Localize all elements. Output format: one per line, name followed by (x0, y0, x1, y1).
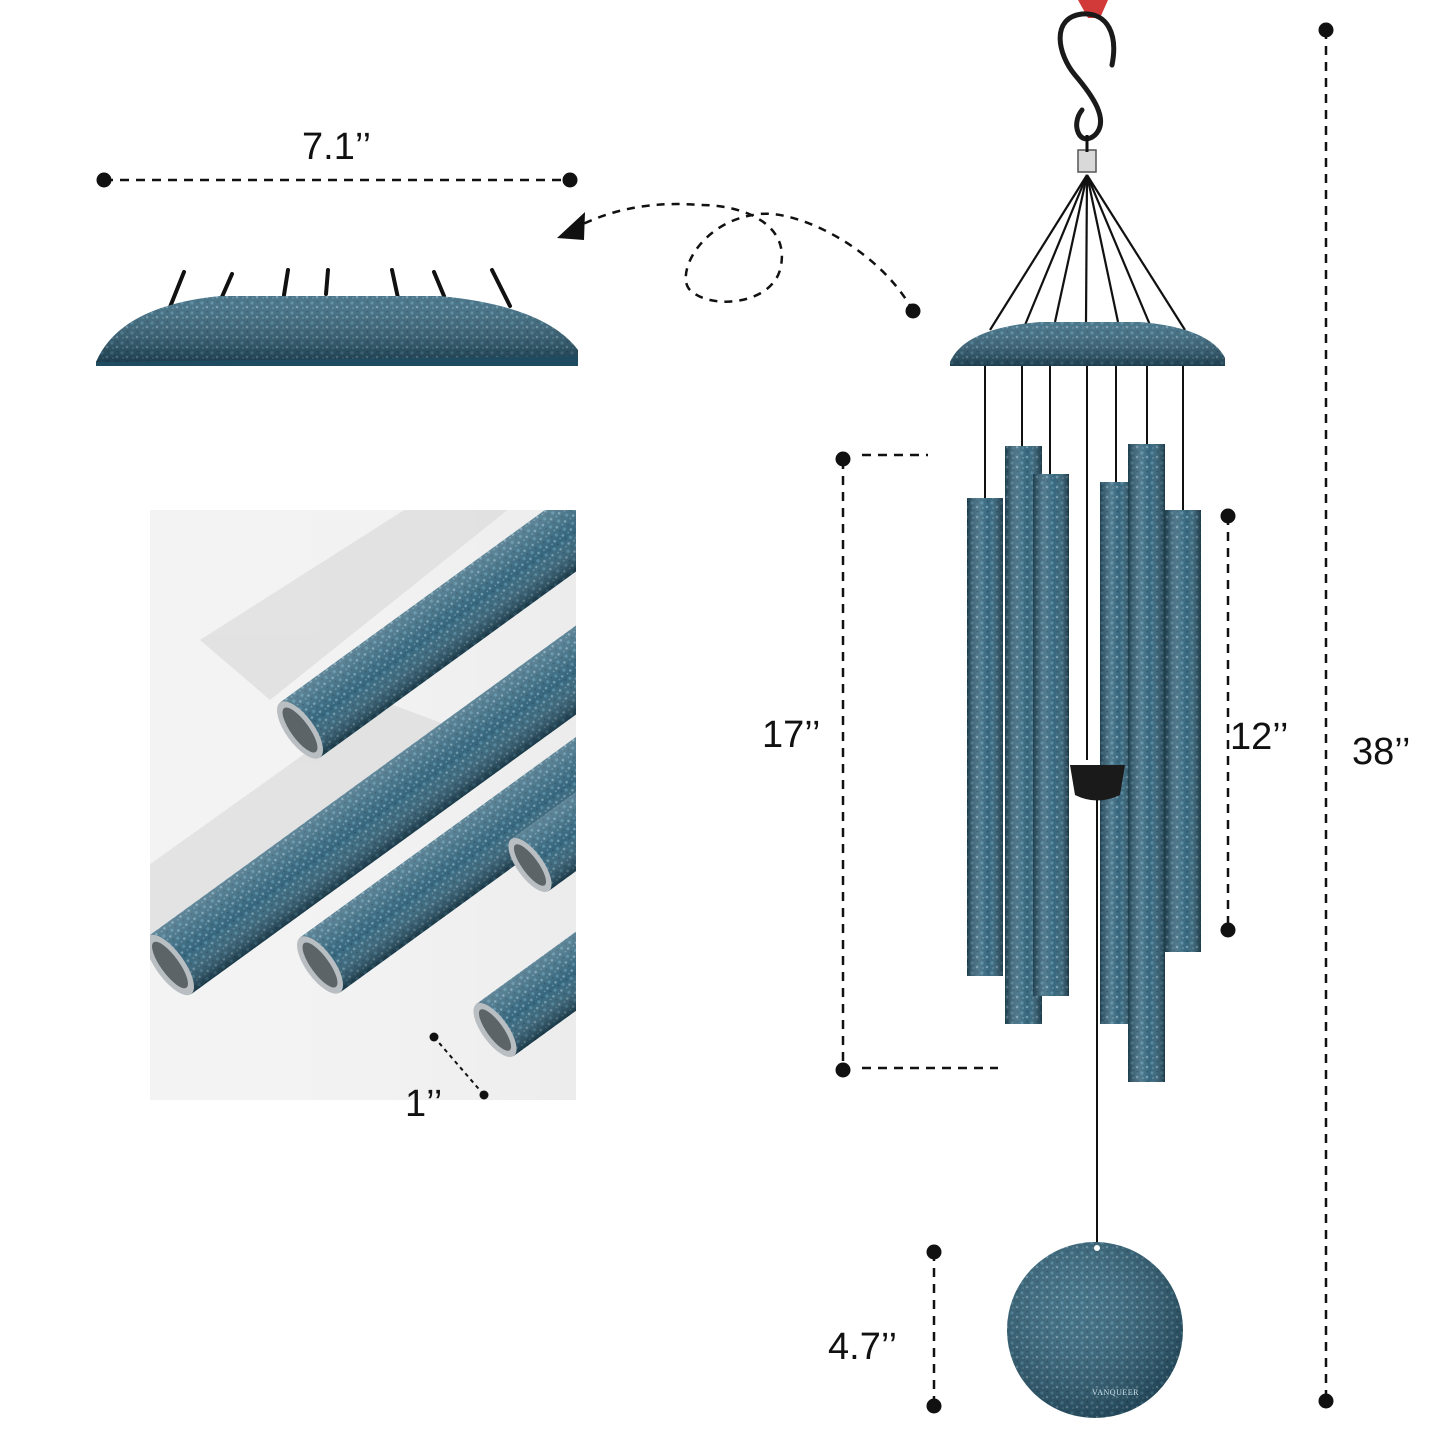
cap-width-dimension-line (96, 172, 578, 188)
dimension-endpoint (429, 1032, 439, 1042)
tube-closeup (150, 510, 576, 1100)
tube-diameter-label: 1’’ (405, 1083, 443, 1125)
dimension-endpoint (1318, 22, 1334, 38)
hanging-strings (989, 174, 1186, 331)
chime-tube (1100, 482, 1132, 1024)
shortest-tube-dimension-line (1220, 508, 1236, 938)
closeup-tube (277, 510, 576, 759)
closeup-tube (297, 608, 576, 994)
dimension-endpoint (1318, 1393, 1334, 1409)
shortest-tube-label: 12’’ (1230, 716, 1289, 758)
wind-chime (950, 0, 1225, 1418)
closeup-tube (508, 662, 576, 892)
sail-diameter-label: 4.7’’ (828, 1326, 898, 1368)
chime-tube (1128, 444, 1165, 1082)
sail-diameter-dimension-line (926, 1244, 942, 1414)
striker (1070, 765, 1125, 801)
s-hook-icon (1057, 11, 1117, 142)
brand-logo: VANQUEER (1092, 1388, 1139, 1397)
dimension-endpoint (96, 172, 112, 188)
dimension-endpoint (479, 1090, 489, 1100)
dimension-endpoint (835, 1062, 851, 1078)
dimension-endpoint (835, 451, 851, 467)
cap-closeup (96, 172, 578, 366)
longest-tube-label: 17’’ (762, 714, 821, 756)
closeup-tube (150, 571, 576, 996)
longest-tube-dimension-line (835, 451, 998, 1078)
dimension-endpoint (926, 1398, 942, 1414)
dimension-endpoint (926, 1244, 942, 1260)
arrow-head (557, 212, 585, 240)
closeup-tube (473, 827, 576, 1057)
chime-tube (1033, 474, 1069, 996)
arrow-start-dot (905, 303, 921, 319)
cap-width-label: 7.1’’ (302, 126, 372, 168)
chime-tube (1165, 510, 1201, 952)
tube-strings (984, 366, 1184, 760)
chime-tubes (967, 444, 1201, 1082)
dimension-endpoint (1220, 508, 1236, 524)
dimension-endpoint (562, 172, 578, 188)
overall-length-label: 38’’ (1352, 731, 1411, 773)
overall-length-dimension-line (1318, 22, 1334, 1409)
chime-tube (967, 498, 1003, 976)
tube-diameter-dimension-line (429, 1032, 489, 1100)
curved-arrow (557, 202, 921, 319)
dimension-endpoint (1220, 922, 1236, 938)
